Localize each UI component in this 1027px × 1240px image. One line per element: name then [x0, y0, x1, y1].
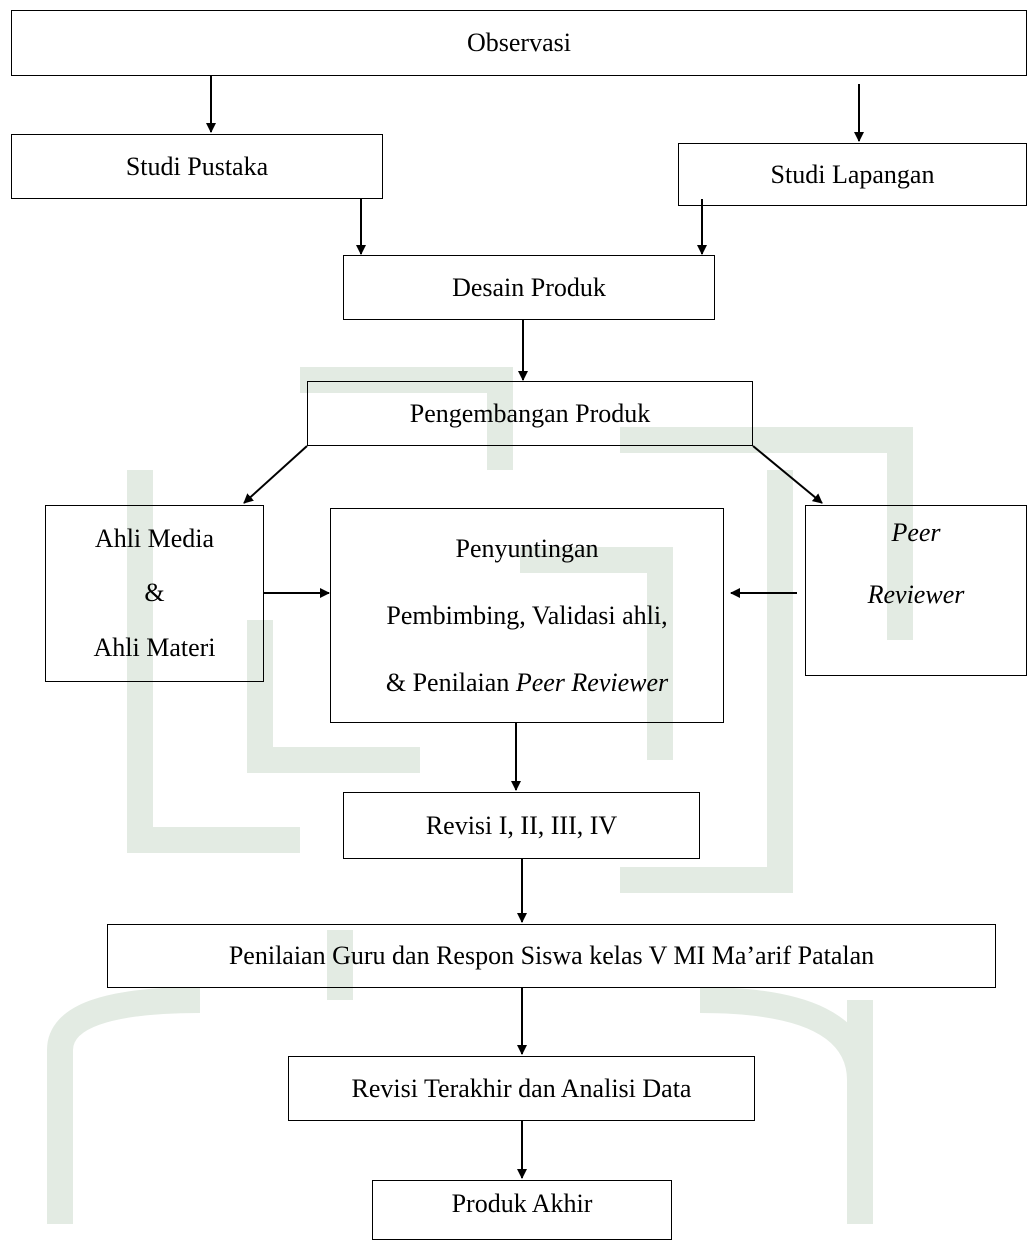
pengembangan-produk-label: Pengembangan Produk	[409, 398, 651, 428]
revisi-terakhir-box: Revisi Terakhir dan Analisi Data	[288, 1056, 755, 1121]
penyuntingan-line3-prefix: & Penilaian	[385, 667, 516, 697]
penyuntingan-line3-italic: Peer Reviewer	[515, 667, 669, 697]
penyuntingan-box: Penyuntingan Pembimbing, Validasi ahli, …	[330, 508, 724, 723]
studi-lapangan-label: Studi Lapangan	[770, 159, 935, 189]
peer-reviewer-box: Peer Reviewer	[805, 505, 1027, 676]
ahli-media-label: Ahli Media	[94, 524, 215, 554]
observasi-label: Observasi	[467, 28, 571, 57]
penilaian-box: Penilaian Guru dan Respon Siswa kelas V …	[107, 924, 996, 988]
penyuntingan-line3: & Penilaian Peer Reviewer	[385, 667, 669, 697]
observasi-box: Observasi	[11, 10, 1027, 76]
desain-produk-box: Desain Produk	[343, 255, 715, 320]
penilaian-label: Penilaian Guru dan Respon Siswa kelas V …	[228, 941, 875, 970]
peer-reviewer-text: Peer Reviewer	[868, 520, 965, 608]
ahli-box: Ahli Media & Ahli Materi	[45, 505, 264, 682]
penyuntingan-line2: Pembimbing, Validasi ahli,	[386, 600, 668, 630]
ahli-ampersand-label: &	[144, 578, 165, 608]
arrow-pengembangan-to-peer	[752, 445, 823, 504]
studi-pustaka-label: Studi Pustaka	[125, 151, 269, 181]
revisi-terakhir-label: Revisi Terakhir dan Analisi Data	[351, 1073, 692, 1103]
revisi-label: Revisi I, II, III, IV	[425, 810, 618, 840]
penyuntingan-title: Penyuntingan	[455, 533, 599, 563]
ahli-materi-label: Ahli Materi	[93, 632, 216, 662]
revisi-box: Revisi I, II, III, IV	[343, 792, 700, 859]
produk-akhir-label: Produk Akhir	[451, 1189, 593, 1218]
desain-produk-label: Desain Produk	[452, 272, 606, 302]
studi-pustaka-box: Studi Pustaka	[11, 134, 383, 199]
reviewer-label: Reviewer	[867, 580, 965, 609]
peer-label: Peer	[891, 518, 941, 547]
produk-akhir-box: Produk Akhir	[372, 1180, 672, 1240]
arrow-pengembangan-to-ahli	[243, 445, 308, 504]
studi-lapangan-box: Studi Lapangan	[678, 143, 1027, 206]
pengembangan-produk-box: Pengembangan Produk	[307, 381, 753, 446]
